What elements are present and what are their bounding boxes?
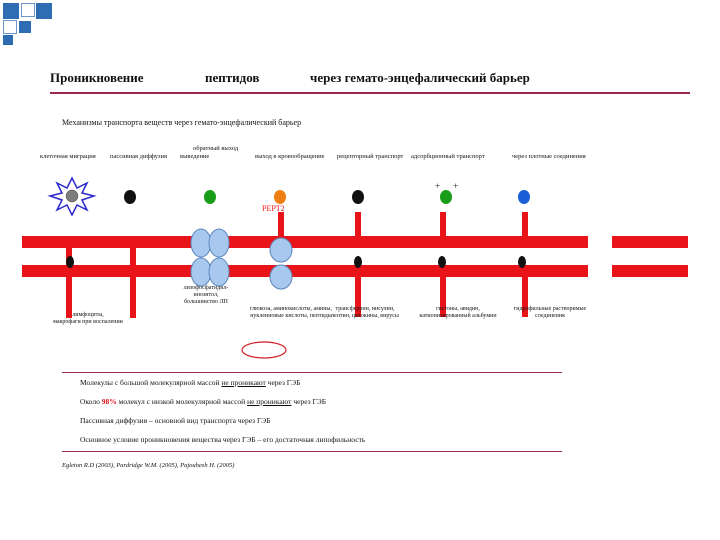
mechanism-label-tight-junctions: через плотные соединения bbox=[512, 153, 586, 160]
mechanism-label-cell-migration: клеточная миграция bbox=[40, 153, 96, 160]
note-text: через ГЭБ bbox=[265, 378, 301, 387]
example-label-receptor: трансферрин, инсулин, лептин, цитокины, … bbox=[320, 306, 410, 320]
example-label-lipophilic: лизофосфатидил- инозитол, большинство ЛП bbox=[175, 285, 237, 306]
mechanism-label-receptor-transport: рецепторный транспорт bbox=[337, 153, 404, 160]
note-text: через ГЭБ bbox=[291, 397, 327, 406]
membrane-vertical bbox=[355, 265, 361, 317]
title-rule bbox=[50, 92, 690, 94]
example-line: трансферрин, инсулин, bbox=[335, 306, 395, 312]
example-label-carrier: глюкоза, аминокислоты, амины, нуклеиновы… bbox=[236, 306, 346, 320]
membrane-vertical bbox=[522, 212, 528, 248]
example-line: катионизированный альбумин bbox=[419, 313, 497, 319]
efflux-protein-icon bbox=[190, 257, 212, 287]
carrier-protein-icon bbox=[269, 264, 293, 290]
subtitle: Механизмы транспорта веществ через гемат… bbox=[62, 118, 302, 127]
example-line: макрофаги при воспалении bbox=[53, 319, 123, 325]
note-small-molecules: Около 98% молекул с низкой молекулярной … bbox=[80, 397, 326, 406]
mechanism-label-blood-exit: выход в кровообращение bbox=[255, 153, 325, 160]
note-text: молекул с низкой молекулярной массой bbox=[116, 397, 248, 406]
molecule-icon bbox=[204, 190, 216, 204]
molecule-icon bbox=[274, 190, 286, 204]
positive-charge-sign: + bbox=[435, 181, 441, 191]
example-line: лизофосфатидил- bbox=[183, 285, 229, 291]
example-label-cells: лимфоциты, макрофаги при воспалении bbox=[38, 312, 138, 326]
example-label-tight-junctions: гидрофильные растворимые соединения bbox=[500, 306, 600, 320]
notes-rule-bottom bbox=[62, 451, 562, 452]
title-part-3: через гемато-энцефалический барьер bbox=[310, 70, 530, 85]
notes-rule-top bbox=[62, 372, 562, 373]
molecule-icon bbox=[518, 190, 530, 204]
title-part-1: Проникновение bbox=[50, 70, 144, 85]
example-line: нуклеиновые кислоты, пептиды bbox=[250, 313, 332, 319]
membrane-vertical bbox=[66, 236, 72, 318]
note-text: Молекулы с большой молекулярной массой bbox=[80, 378, 222, 387]
membrane-vertical bbox=[355, 212, 361, 248]
mechanism-label-reverse-exit: обратный выход bbox=[193, 145, 239, 152]
molecule-icon bbox=[124, 190, 136, 204]
note-text: Около bbox=[80, 397, 102, 406]
corner-square bbox=[36, 3, 52, 19]
carrier-protein-icon bbox=[269, 237, 293, 263]
molecule-icon bbox=[354, 256, 362, 268]
membrane-vertical bbox=[440, 265, 446, 317]
note-passive-diffusion: Пассивная диффузия – основной вид трансп… bbox=[80, 416, 271, 425]
membrane-vertical bbox=[522, 265, 528, 317]
molecule-icon bbox=[352, 190, 364, 204]
legend-ellipse bbox=[241, 341, 287, 359]
mechanism-label-excretion: выведение bbox=[180, 153, 210, 160]
note-emphasis: не проникают bbox=[247, 397, 292, 406]
membrane-band-bottom bbox=[22, 265, 588, 277]
molecule-icon bbox=[438, 256, 446, 268]
membrane-band-bottom bbox=[612, 265, 688, 277]
efflux-protein-icon bbox=[208, 228, 230, 258]
corner-square bbox=[3, 35, 13, 45]
efflux-protein-icon bbox=[190, 228, 212, 258]
positive-charge-sign: + bbox=[453, 181, 459, 191]
membrane-vertical bbox=[278, 212, 284, 248]
example-line: большинство ЛП bbox=[184, 299, 228, 305]
migrating-cell-icon bbox=[47, 176, 97, 217]
membrane-band-top bbox=[612, 236, 688, 248]
mechanism-label-adsorption-transport: адсорбционный транспорт bbox=[411, 153, 485, 160]
molecule-icon bbox=[440, 190, 452, 204]
references: Egleton R.D (2003), Pardridge W.M. (2005… bbox=[62, 462, 235, 469]
note-main-condition: Основное условие проникновения вещества … bbox=[80, 435, 366, 444]
title-part-2: пептидов bbox=[205, 70, 260, 85]
example-line: соединения bbox=[535, 313, 565, 319]
example-line: гидрофильные растворимые bbox=[513, 306, 587, 312]
membrane-vertical bbox=[440, 212, 446, 248]
corner-square bbox=[3, 20, 17, 34]
example-line: гистоны, авидин, bbox=[436, 306, 480, 312]
membrane-band-top bbox=[22, 236, 588, 248]
example-line: лептин, цитокины, вирусы bbox=[331, 313, 399, 319]
mechanism-label-passive-diffusion: пассивная диффузия bbox=[110, 153, 167, 160]
pept2-label: PEPT2 bbox=[262, 204, 285, 213]
example-line: инозитол, bbox=[193, 292, 219, 298]
example-label-adsorption: гистоны, авидин, катионизированный альбу… bbox=[408, 306, 508, 320]
example-line: глюкоза, аминокислоты, амины, bbox=[250, 306, 332, 312]
transport-diagram bbox=[22, 176, 688, 359]
molecule-icon bbox=[518, 256, 526, 268]
corner-square bbox=[19, 21, 31, 33]
efflux-protein-icon bbox=[208, 257, 230, 287]
example-line: лимфоциты, bbox=[72, 312, 104, 318]
note-percent: 98% bbox=[101, 397, 117, 406]
corner-square bbox=[3, 3, 19, 19]
note-large-molecules: Молекулы с большой молекулярной массой н… bbox=[80, 378, 300, 387]
molecule-icon bbox=[66, 256, 74, 268]
note-emphasis: не проникают bbox=[221, 378, 266, 387]
corner-square bbox=[21, 3, 35, 17]
membrane-vertical bbox=[130, 236, 136, 318]
